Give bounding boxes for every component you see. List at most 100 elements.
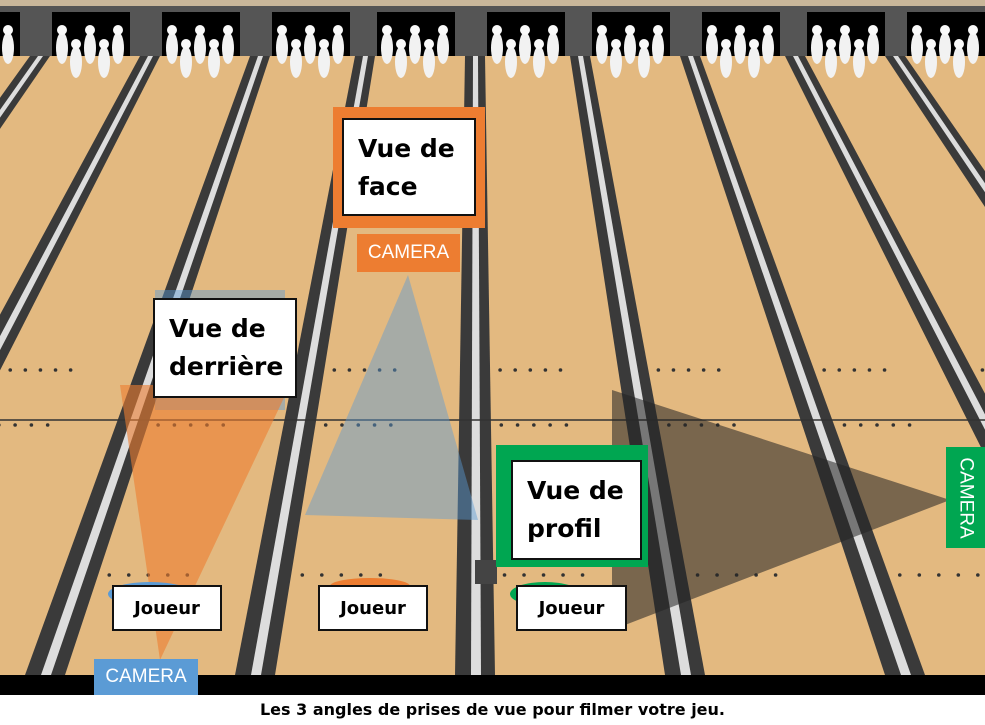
lane-dot — [907, 423, 912, 427]
gutter — [785, 56, 985, 456]
lane-dot — [339, 573, 344, 577]
top-wall — [0, 0, 985, 6]
bowling-pin — [706, 32, 718, 64]
pin-head — [181, 39, 191, 49]
lane-dot — [580, 573, 585, 577]
pin-head — [548, 25, 558, 35]
gutter-stripe — [0, 56, 153, 351]
bowling-pin — [222, 32, 234, 64]
lane-dot — [548, 423, 552, 427]
pin-head — [333, 25, 343, 35]
lane-dot — [45, 423, 50, 427]
lane-dot — [502, 573, 507, 577]
pin-head — [707, 25, 717, 35]
side-view-label: Vue de profil — [511, 460, 642, 560]
pin-head — [209, 39, 219, 49]
lane-dot — [532, 423, 536, 427]
pin-head — [410, 25, 420, 35]
back-view-label: Vue de derrière — [153, 298, 297, 398]
lane-dot — [842, 423, 847, 427]
lane-dot — [323, 423, 328, 427]
pin-head — [85, 25, 95, 35]
lane-dot — [513, 368, 517, 372]
pin-head — [520, 25, 530, 35]
pin-head — [424, 39, 434, 49]
pin-head — [506, 39, 516, 49]
pin-head — [3, 25, 13, 35]
lane-dot — [852, 368, 857, 372]
lane-dot — [656, 368, 661, 372]
lane-dot — [773, 573, 778, 577]
lane-dot — [980, 368, 985, 372]
pin-head — [396, 39, 406, 49]
gutter-stripe — [893, 56, 985, 193]
bowling-pin — [318, 46, 330, 78]
bowling-pin — [638, 46, 650, 78]
pin-head — [926, 39, 936, 49]
lane-dot — [378, 573, 383, 577]
lane-dot — [882, 368, 887, 372]
pin-head — [492, 25, 502, 35]
pin-head — [912, 25, 922, 35]
pin-head — [597, 25, 607, 35]
lane-dot — [356, 423, 361, 427]
lane-dot — [107, 573, 112, 577]
side-camera-text: CAMERA — [955, 456, 977, 539]
pin-head — [854, 39, 864, 49]
pin-head — [99, 39, 109, 49]
pin-head — [113, 25, 123, 35]
pin-head — [749, 39, 759, 49]
pin-head — [826, 39, 836, 49]
gutter — [0, 56, 160, 371]
lane-dot — [897, 573, 902, 577]
bowling-pin — [533, 46, 545, 78]
bowling-pin — [839, 32, 851, 64]
pin-head — [639, 39, 649, 49]
lane-dot — [362, 368, 367, 372]
bowling-pin — [547, 32, 559, 64]
lane-dot — [561, 573, 565, 577]
gutter — [0, 56, 50, 129]
pin-head — [223, 25, 233, 35]
bowling-pin — [84, 32, 96, 64]
pin-head — [71, 39, 81, 49]
bowling-pin — [423, 46, 435, 78]
pin-head — [305, 25, 315, 35]
front-camera-cone — [305, 275, 478, 520]
bowling-pin — [505, 46, 517, 78]
bowling-pin — [762, 32, 774, 64]
lane-dot — [498, 368, 502, 372]
bowling-pin — [867, 32, 879, 64]
front-view-label: Vue de face — [342, 118, 476, 216]
lane-dot — [716, 368, 721, 372]
lane-dot — [543, 368, 548, 372]
lane-dot — [53, 368, 58, 372]
bowling-pin — [56, 32, 68, 64]
bowling-pin — [208, 46, 220, 78]
lane-dot — [564, 423, 569, 427]
caption: Les 3 angles de prises de vue pour filme… — [259, 700, 725, 719]
pin-head — [868, 25, 878, 35]
bowling-pin — [395, 46, 407, 78]
bowling-pin — [381, 32, 393, 64]
player-label-back: Joueur — [112, 585, 222, 631]
pin-head — [735, 25, 745, 35]
lane-dot — [956, 573, 961, 577]
lane-dot — [701, 368, 706, 372]
pin-head — [721, 39, 731, 49]
bowling-pin — [748, 46, 760, 78]
bowling-pin — [652, 32, 664, 64]
lane-dot — [822, 368, 826, 372]
lane-dot — [300, 573, 305, 577]
bottom-bar — [0, 675, 985, 695]
pin-head — [763, 25, 773, 35]
bowling-pin — [734, 32, 746, 64]
pin-head — [968, 25, 978, 35]
lane-dot — [528, 368, 533, 372]
lane-dot — [891, 423, 896, 427]
lane-dot — [392, 368, 397, 372]
bowling-pin — [925, 46, 937, 78]
lane-dot — [332, 368, 337, 372]
bowling-pin — [194, 32, 206, 64]
